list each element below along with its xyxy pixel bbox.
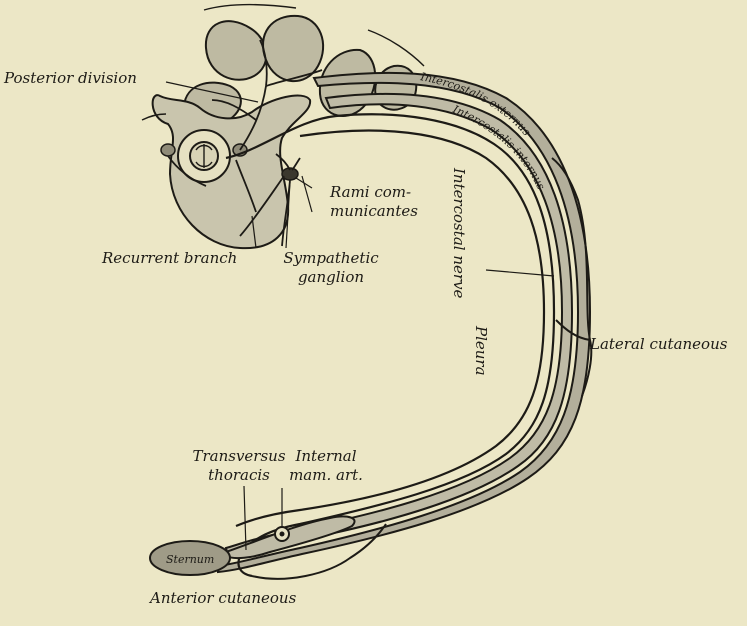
sympathetic-ganglion-label-line1: Sympathetic [276, 250, 386, 267]
rami-communicantes-label-line2: municantes [330, 203, 418, 220]
internal-mammary-artery-label-line1: Internal [276, 448, 376, 465]
sternum-label: Sternum [166, 551, 214, 568]
posterior-division-label: Posterior division [4, 70, 137, 87]
intercostal-nerve-label: Intercostal nerve [450, 168, 468, 298]
sympathetic-ganglion-label-line2: ganglion [276, 269, 386, 286]
recurrent-branch-label: Recurrent branch [102, 250, 237, 267]
internal-mammary-artery [275, 527, 289, 541]
pleura-label: Pleura [472, 326, 490, 376]
rami-communicantes-label-line1: Rami com- [330, 184, 411, 201]
anterior-cutaneous-label: Anterior cutaneous [150, 590, 296, 607]
internal-mammary-artery-label-line2: mam. art. [276, 467, 376, 484]
lateral-cutaneous-label: Lateral cutaneous [590, 336, 727, 353]
